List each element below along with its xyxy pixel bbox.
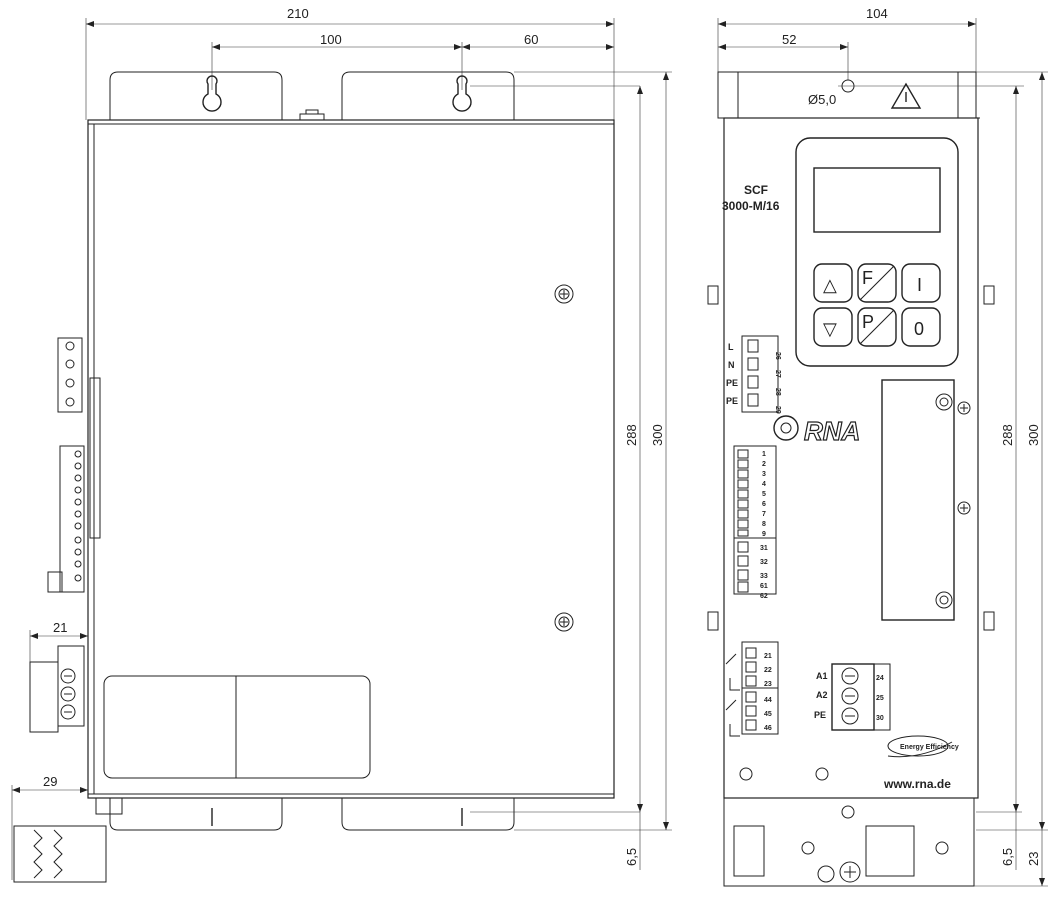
svg-text:5: 5 xyxy=(762,491,766,498)
svg-text:33: 33 xyxy=(760,573,768,580)
svg-text:25: 25 xyxy=(876,695,884,702)
screw-icon xyxy=(841,687,859,705)
screw-icon xyxy=(60,668,76,684)
svg-text:3: 3 xyxy=(762,471,766,478)
model-line1: SCF xyxy=(744,183,768,197)
dim-front-total-height: 300 xyxy=(1026,424,1041,446)
svg-text:30: 30 xyxy=(876,715,884,722)
svg-text:45: 45 xyxy=(764,711,772,718)
f-button-label: F xyxy=(862,268,873,288)
dim-side-terminal-depth: 21 xyxy=(53,620,67,635)
svg-text:24: 24 xyxy=(876,675,884,682)
front-view: 104 52 Ø5,0 SCF 3000-M/16 △ xyxy=(707,6,1048,887)
actuator-terminal-block: A1 A2 PE 24 25 30 xyxy=(814,663,891,731)
keyhole-slot-icon xyxy=(452,75,472,112)
svg-text:23: 23 xyxy=(764,681,772,688)
screw-icon xyxy=(839,861,861,883)
website-text: www.rna.de xyxy=(883,777,951,791)
dim-front-bottom-extra: 23 xyxy=(1026,852,1041,866)
svg-text:32: 32 xyxy=(760,559,768,566)
svg-text:62: 62 xyxy=(760,593,768,600)
svg-text:22: 22 xyxy=(764,667,772,674)
screw-icon xyxy=(841,707,859,725)
side-view: 210 100 60 xyxy=(11,6,672,883)
svg-text:Energy Efficiency: Energy Efficiency xyxy=(900,744,959,751)
on-button-label: I xyxy=(917,275,922,295)
screw-icon xyxy=(957,401,971,415)
power-label-l: L xyxy=(728,342,734,352)
lcd-display xyxy=(813,167,941,233)
svg-text:2: 2 xyxy=(762,461,766,468)
actuator-label-a1: A1 xyxy=(816,671,828,681)
option-slot-cover xyxy=(881,379,955,621)
power-label-n: N xyxy=(728,360,735,370)
svg-text:6: 6 xyxy=(762,501,766,508)
svg-text:21: 21 xyxy=(764,653,772,660)
svg-text:7: 7 xyxy=(762,511,766,518)
dim-front-inner-height: 288 xyxy=(1000,424,1015,446)
rna-logo: RNA xyxy=(773,415,861,447)
relay-terminal-block: 21 22 23 44 45 46 xyxy=(725,641,779,737)
screw-icon xyxy=(60,686,76,702)
dim-front-width: 104 xyxy=(866,6,888,21)
svg-text:9: 9 xyxy=(762,531,766,538)
down-button-label: ▽ xyxy=(823,319,837,339)
screw-icon xyxy=(841,667,859,685)
power-label-pe1: PE xyxy=(726,378,738,388)
svg-text:27: 27 xyxy=(774,370,781,378)
svg-text:1: 1 xyxy=(762,451,766,458)
warning-triangle-icon xyxy=(890,82,922,109)
actuator-label-pe: PE xyxy=(814,710,826,720)
screw-icon xyxy=(554,612,574,632)
svg-text:RNA: RNA xyxy=(804,416,860,446)
dim-side-width: 210 xyxy=(287,6,309,21)
dim-front-bottom-offset: 6,5 xyxy=(1000,848,1015,866)
screw-icon xyxy=(60,704,76,720)
dim-front-hole-offset: 52 xyxy=(782,32,796,47)
down-button[interactable]: ▽ xyxy=(813,307,853,347)
screw-icon xyxy=(957,501,971,515)
energy-efficiency-badge: Energy Efficiency xyxy=(887,735,959,758)
side-housing xyxy=(87,119,615,799)
io-terminal-block: 1 2 3 4 5 6 7 8 9 31 32 33 61 62 xyxy=(733,445,777,600)
dim-side-hole-spacing: 100 xyxy=(320,32,342,47)
dim-side-connector-depth: 29 xyxy=(43,774,57,789)
svg-text:31: 31 xyxy=(760,545,768,552)
svg-text:61: 61 xyxy=(760,583,768,590)
dim-side-hole-edge: 60 xyxy=(524,32,538,47)
actuator-label-a2: A2 xyxy=(816,690,828,700)
off-button-label: 0 xyxy=(914,319,924,339)
dim-side-inner-height: 288 xyxy=(624,424,639,446)
screw-icon xyxy=(554,284,574,304)
p-enter-button[interactable]: P xyxy=(857,307,897,347)
svg-text:4: 4 xyxy=(762,481,766,488)
svg-text:29: 29 xyxy=(774,406,781,414)
model-line2: 3000-M/16 xyxy=(722,199,780,213)
svg-text:44: 44 xyxy=(764,697,772,704)
up-button[interactable]: △ xyxy=(813,263,853,303)
dim-side-total-height: 300 xyxy=(650,424,665,446)
svg-text:8: 8 xyxy=(762,521,766,528)
svg-text:26: 26 xyxy=(774,352,781,360)
operator-panel xyxy=(795,137,959,367)
power-terminal-block: L N PE PE 26 27 28 29 xyxy=(726,335,781,414)
off-button[interactable]: 0 xyxy=(901,307,941,347)
on-button[interactable]: I xyxy=(901,263,941,303)
dim-hole-diameter: Ø5,0 xyxy=(808,92,836,107)
svg-text:28: 28 xyxy=(774,388,781,396)
svg-text:46: 46 xyxy=(764,725,772,732)
p-button-label: P xyxy=(862,312,874,332)
keyhole-slot-icon xyxy=(202,75,222,112)
up-button-label: △ xyxy=(823,275,837,295)
power-label-pe2: PE xyxy=(726,396,738,406)
f-enter-button[interactable]: F xyxy=(857,263,897,303)
dim-side-bottom-offset: 6,5 xyxy=(624,848,639,866)
